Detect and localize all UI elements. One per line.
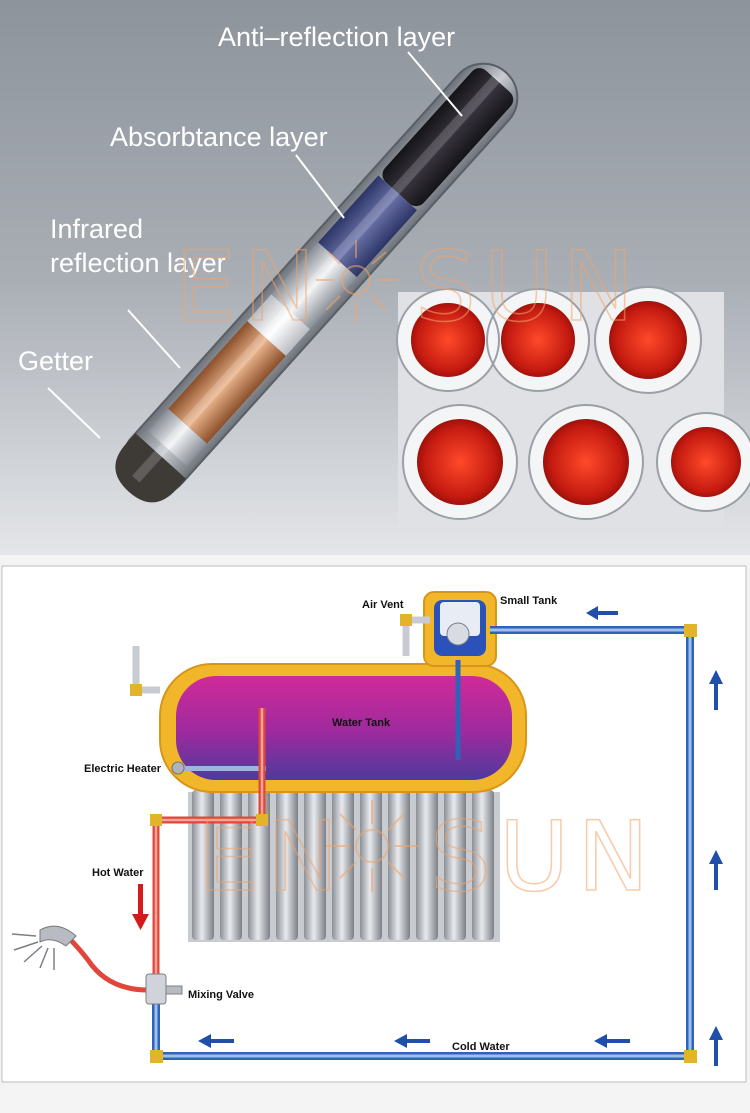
arrow-up-icon: [709, 1026, 723, 1066]
air-vent-fitting: [400, 614, 412, 626]
arrow-left-icon: [594, 1034, 630, 1048]
label-anti-reflection: Anti–reflection layer: [218, 22, 455, 52]
label-electric-heater: Electric Heater: [84, 763, 162, 775]
mixing-valve: [145, 973, 183, 1005]
watermark-top-right: SUN: [415, 231, 642, 343]
label-mixing-valve: Mixing Valve: [188, 989, 254, 1001]
label-infrared-line2: reflection layer: [50, 248, 226, 278]
small-tank: [423, 591, 497, 667]
watermark-top: EN SUN: [174, 230, 642, 344]
tube-cross-section-photo: [396, 286, 750, 530]
watermark-bottom: EN SUN: [197, 800, 657, 914]
tank-inlet-fitting: [130, 684, 142, 696]
leader-infrared: [127, 309, 181, 369]
watermark-bottom-right: SUN: [430, 801, 657, 913]
label-absorbtance: Absorbtance layer: [110, 122, 328, 152]
label-small-tank: Small Tank: [500, 595, 558, 607]
flow-arrows: [132, 606, 723, 1066]
arrow-left-icon: [394, 1034, 430, 1048]
corner-fitting-bottom-right: [684, 1050, 697, 1063]
hot-water-pipe: [152, 708, 266, 976]
arrow-up-icon: [709, 670, 723, 710]
arrow-left-icon: [586, 606, 618, 620]
label-infrared-line1: Infrared: [50, 214, 143, 244]
leader-getter: [47, 387, 101, 439]
shower-head-icon: [11, 925, 77, 970]
leader-absorbtance: [295, 154, 345, 219]
label-hot-water: Hot Water: [92, 867, 144, 879]
label-cold-water: Cold Water: [452, 1041, 510, 1053]
arrow-down-red-icon: [132, 884, 149, 930]
leader-anti-reflection: [407, 51, 463, 117]
watermark-sun-icon: [326, 800, 418, 892]
electric-heater: [171, 761, 266, 775]
label-getter: Getter: [18, 346, 93, 376]
corner-fitting-bottom-left: [150, 1050, 163, 1063]
watermark-sun-icon: [316, 240, 398, 322]
hot-pipe-tee-fitting: [256, 814, 268, 826]
hot-pipe-corner-fitting: [150, 814, 162, 826]
label-water-tank: Water Tank: [332, 717, 391, 729]
arrow-left-icon: [198, 1034, 234, 1048]
watermark-bottom-left: EN: [198, 801, 346, 913]
corner-fitting-top-right: [684, 624, 697, 637]
watermark-top-left: EN: [175, 231, 323, 343]
label-air-vent: Air Vent: [362, 599, 404, 611]
arrow-up-icon: [709, 850, 723, 890]
